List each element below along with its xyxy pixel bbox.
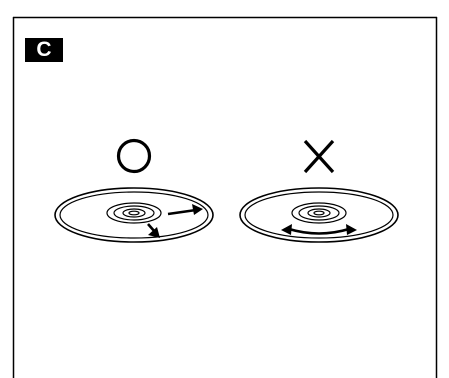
correct-circle-icon bbox=[116, 138, 152, 174]
disc-correct-icon bbox=[54, 187, 214, 243]
radial-arrow-right bbox=[167, 208, 197, 216]
panel-label: C bbox=[25, 38, 63, 62]
circular-arrow bbox=[288, 227, 350, 235]
disc-incorrect-icon bbox=[239, 187, 399, 243]
incorrect-cross-icon bbox=[303, 139, 335, 174]
